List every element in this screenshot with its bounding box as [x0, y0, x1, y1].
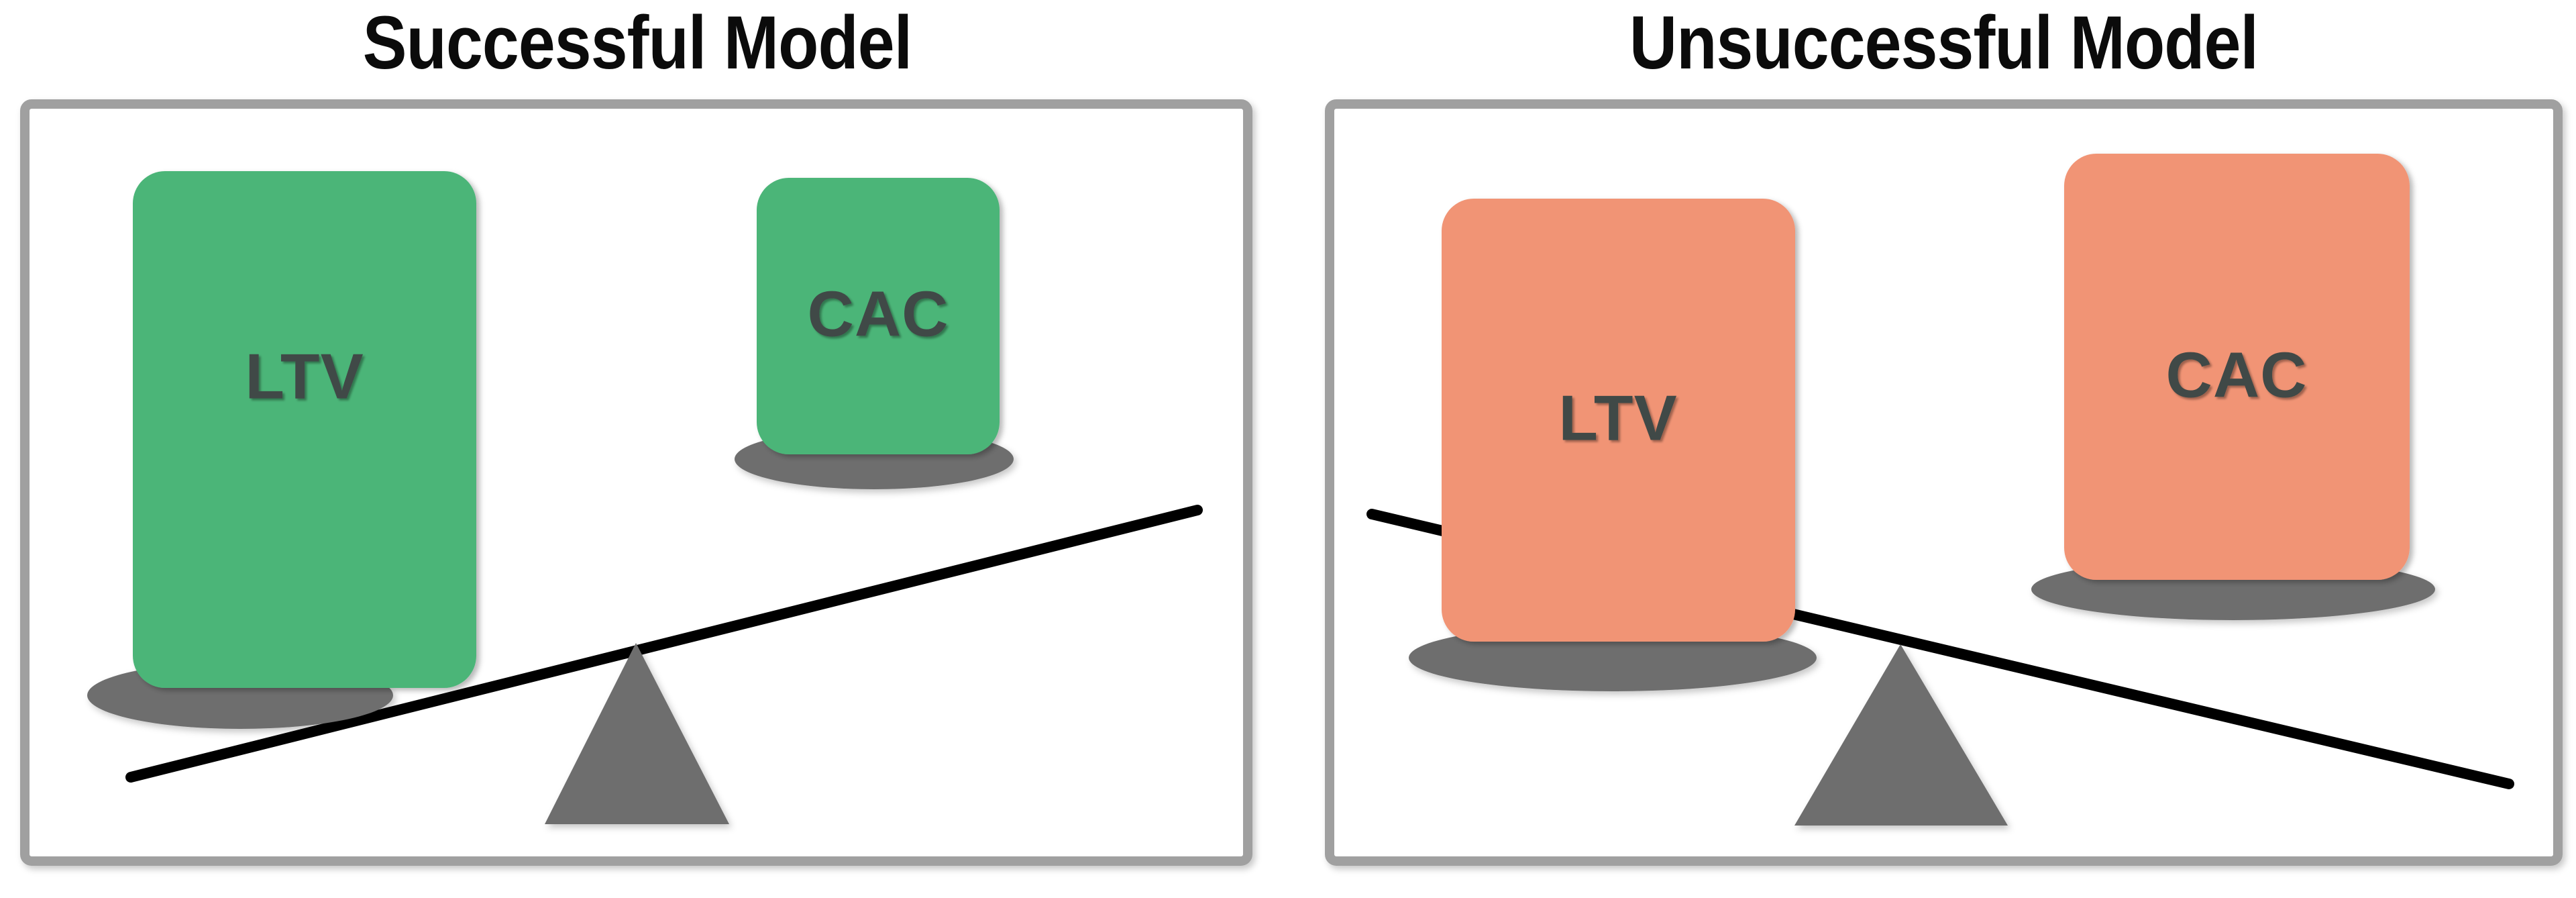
panel-title-unsuccessful: Unsuccessful Model	[1629, 1, 2259, 85]
bar-cac-unsuccessful	[2064, 154, 2410, 580]
bar-ltv-successful	[133, 171, 476, 688]
fulcrum-successful	[545, 643, 729, 824]
bar-ltv-unsuccessful	[1442, 199, 1795, 642]
panel-successful: LTV CAC	[20, 99, 1252, 866]
panel-unsuccessful: LTV CAC	[1325, 99, 2563, 866]
balance-beam-successful	[125, 505, 1203, 783]
panel-title-successful: Successful Model	[362, 1, 912, 85]
bar-label-ltv-unsuccessful: LTV	[1558, 382, 1677, 454]
bar-cac-successful	[757, 178, 1000, 454]
bar-label-cac-successful: CAC	[808, 278, 949, 350]
bar-label-cac-unsuccessful: CAC	[2166, 339, 2308, 411]
bar-label-ltv-successful: LTV	[245, 340, 364, 412]
fulcrum-unsuccessful	[1794, 644, 2008, 826]
